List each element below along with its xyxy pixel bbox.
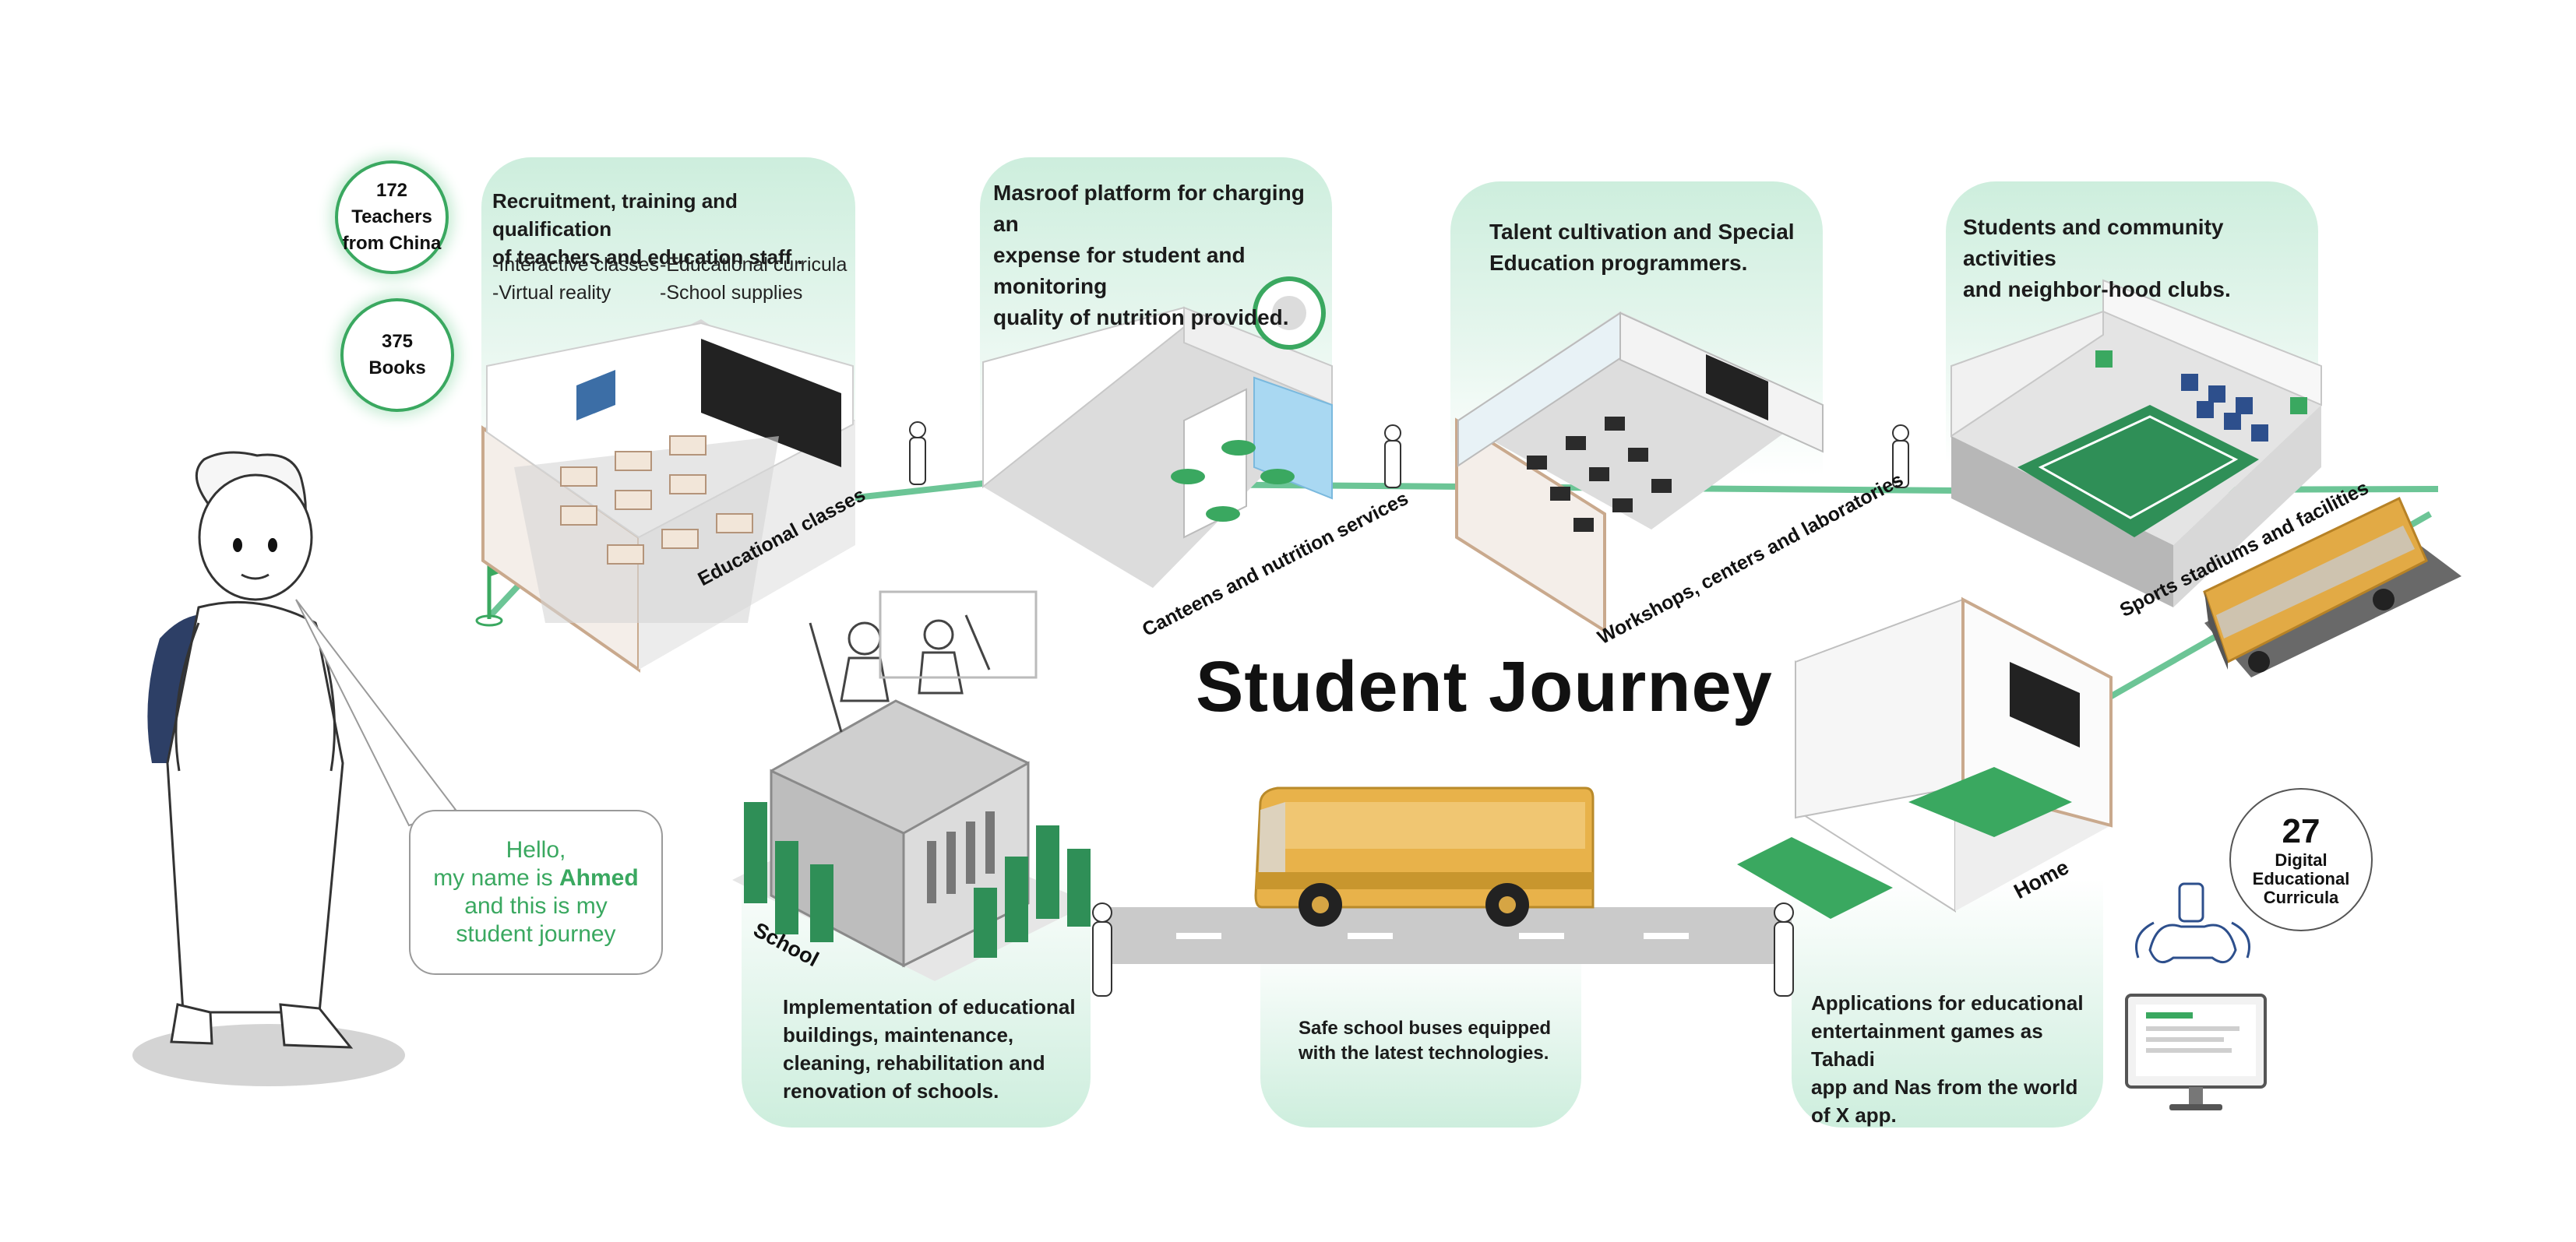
classes-item-3: -Virtual reality [492, 282, 611, 304]
student-ahmed-illustration [132, 451, 405, 1086]
classes-item-1: -Interactive classes [492, 254, 659, 276]
classes-item-4: -School supplies [660, 282, 803, 304]
teachers-counter-line1: 172 Teachers [351, 180, 432, 227]
greeting-line1: Hello, [506, 837, 566, 863]
buses-description: Safe school buses equipped with the late… [1299, 1016, 1579, 1066]
school-line3: cleaning, rehabilitation and [783, 1051, 1045, 1075]
books-counter: 375 Books [340, 298, 454, 412]
greeting-bubble: Hello, my name is Ahmed and this is my s… [409, 810, 663, 975]
classes-item-2: -Educational curricula [660, 254, 848, 276]
canteens-line2: expense for student and monitoring [993, 243, 1246, 298]
curricula-counter-line3: Curricula [2263, 888, 2339, 907]
talent-line1: Talent cultivation and Special [1489, 220, 1795, 244]
apps-description: Applications for educational entertainme… [1811, 989, 2099, 1129]
apps-line3: app and Nas from the world [1811, 1075, 2078, 1099]
teachers-counter: 172 Teachers from China [335, 160, 449, 274]
workshop-illustration [1455, 311, 1824, 634]
books-counter-label: Books [368, 357, 426, 378]
greeting-line2-prefix: my name is [433, 865, 560, 891]
school-bus-illustration [1254, 786, 1595, 927]
classes-description: Recruitment, training and qualification … [492, 187, 858, 271]
canteen-illustration [982, 276, 1333, 588]
school-line2: buildings, maintenance, [783, 1023, 1014, 1047]
books-counter-value: 375 [381, 331, 414, 352]
greeting-line3: and this is my [464, 893, 608, 919]
gamepad-icon [2135, 882, 2250, 964]
curricula-counter-line1: Digital [2275, 850, 2328, 870]
school-description: Implementation of educational buildings,… [783, 993, 1087, 1105]
canteens-description: Masroof platform for charging an expense… [993, 178, 1336, 333]
school-building-illustration [732, 699, 1091, 981]
buses-line2: with the latest technologies. [1299, 1043, 1549, 1064]
monitor-icon [2125, 994, 2267, 1110]
apps-line4: of X app. [1811, 1103, 1897, 1127]
community-line1: Students and community activities [1963, 215, 2224, 270]
canteens-line3: quality of nutrition provided. [993, 305, 1289, 329]
community-description: Students and community activities and ne… [1963, 212, 2321, 305]
sports-illustration [1951, 279, 2322, 607]
curricula-counter-line2: Educational [2252, 869, 2350, 888]
greeting-line2: my name is Ahmed [411, 864, 661, 892]
road [1098, 907, 1792, 964]
apps-line1: Applications for educational [1811, 991, 2084, 1015]
talent-description: Talent cultivation and Special Education… [1489, 216, 1824, 279]
classroom-illustration [481, 319, 855, 673]
bus-right-illustration [2203, 496, 2461, 677]
curricula-counter-value: 27 [2282, 812, 2321, 850]
greeting-name: Ahmed [559, 865, 639, 891]
greeting-line4: student journey [456, 921, 616, 947]
canteens-line1: Masroof platform for charging an [993, 181, 1305, 236]
student-figure-icon [909, 421, 1909, 997]
curricula-counter: 27 Digital Educational Curricula [2229, 788, 2373, 931]
community-line2: and neighbor-hood clubs. [1963, 277, 2231, 301]
classes-line2: of teachers and education staff . [492, 245, 803, 269]
page-title: Student Journey [1196, 647, 1773, 727]
school-line1: Implementation of educational [783, 995, 1076, 1019]
apps-line2: entertainment games as Tahadi [1811, 1019, 2043, 1071]
classes-line1: Recruitment, training and qualification [492, 189, 738, 241]
school-line4: renovation of schools. [783, 1079, 999, 1103]
teachers-counter-line2: from China [342, 233, 442, 254]
home-illustration [1737, 596, 2113, 919]
workers-sketch-illustration [809, 590, 1038, 733]
talent-line2: Education programmers. [1489, 251, 1748, 275]
buses-line1: Safe school buses equipped [1299, 1018, 1552, 1039]
smart-watch-icon [1253, 276, 1326, 350]
